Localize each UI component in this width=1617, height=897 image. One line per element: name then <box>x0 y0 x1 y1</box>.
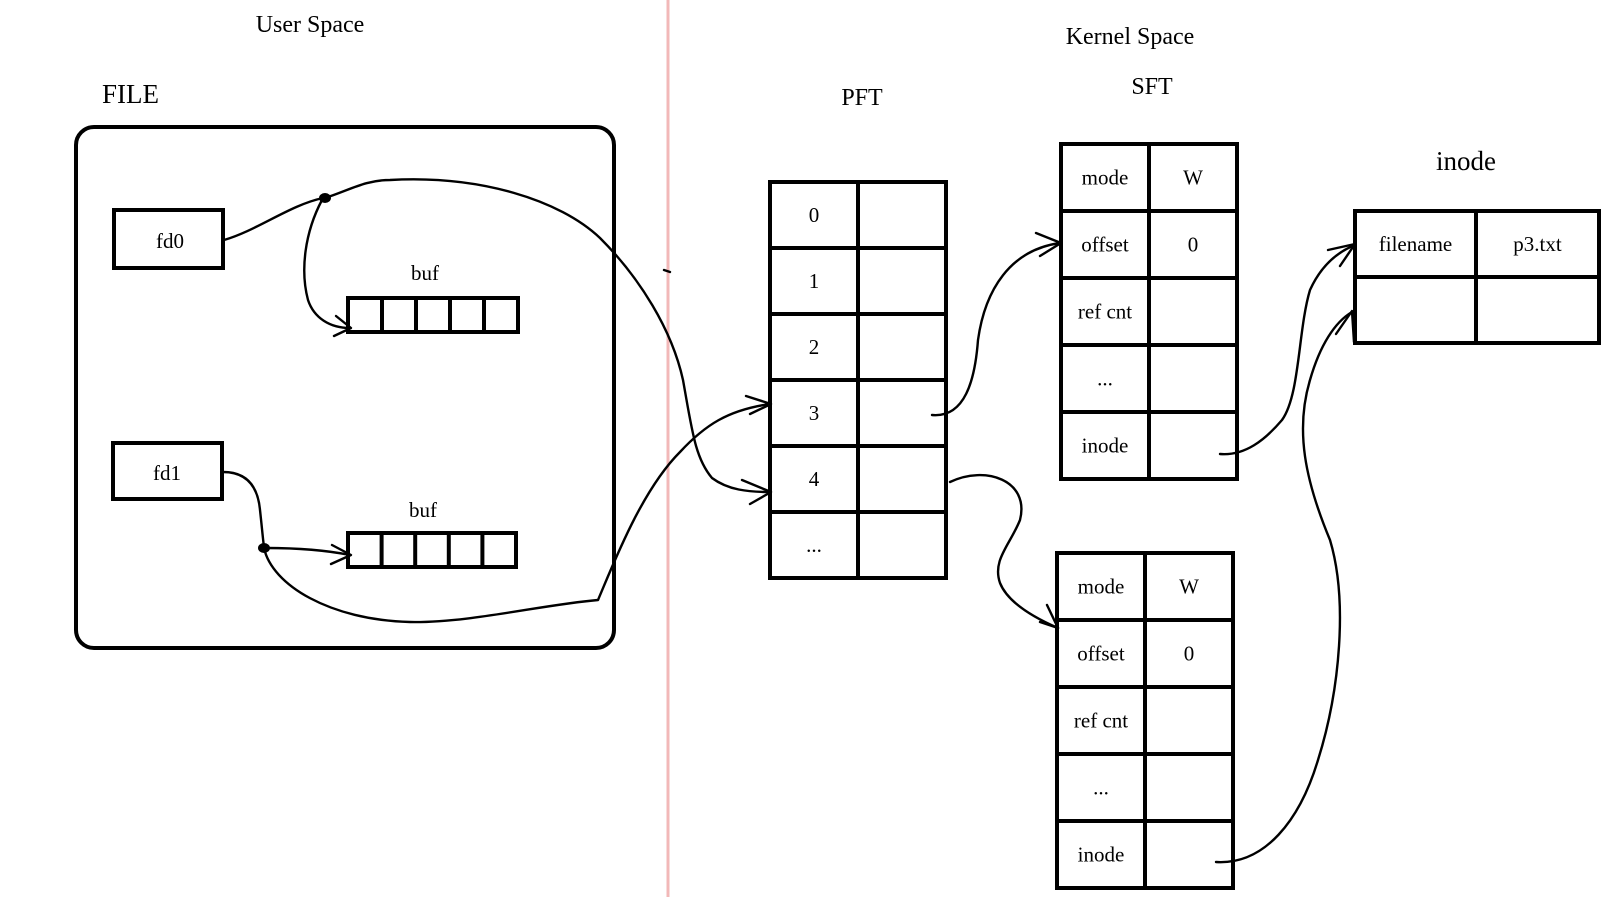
buf-bottom-label: buf <box>409 498 437 522</box>
file-struct-box <box>74 125 616 650</box>
inode-bottom-arrowhead <box>1334 309 1356 344</box>
buf-bottom-outline <box>346 531 518 569</box>
pft-cell-key: 3 <box>809 401 820 425</box>
sft-bottom-cell-key: ref cnt <box>1074 709 1128 733</box>
sft-bottom-cell-value: W <box>1179 575 1199 599</box>
sft-top-arrowhead <box>1034 231 1063 258</box>
kernel-space-label: Kernel Space <box>1066 24 1195 50</box>
sft-bottom-arrowhead <box>1038 603 1060 630</box>
sft-top-cell-key: ... <box>1097 367 1113 391</box>
connectors <box>221 178 1357 864</box>
inode-cell-value: p3.txt <box>1513 232 1562 256</box>
sft-bottom-cell-key: mode <box>1078 575 1125 599</box>
pft-cell-key: 1 <box>809 269 820 293</box>
fd0-to-junction-curve <box>222 196 325 242</box>
pft-4-arrowhead <box>740 478 773 506</box>
sft-bottom-cell-key: offset <box>1077 642 1125 666</box>
pft-3-to-sft-top-curve <box>930 241 1062 417</box>
buf-bottom-arrowhead <box>329 543 353 566</box>
pft-table: 0 1 2 3 4... <box>768 180 948 580</box>
sft-bottom-cell-key: inode <box>1078 843 1125 867</box>
stray-mark <box>662 268 672 274</box>
sft-top-cell-key: ref cnt <box>1078 300 1132 324</box>
sft-bottom-cell-key: ... <box>1093 776 1109 800</box>
buf-top-label: buf <box>411 261 439 285</box>
inode-table: filename p3.txt <box>1353 209 1601 345</box>
pft-cell-key: ... <box>806 533 822 557</box>
fd0-to-pft-4-curve <box>323 178 772 494</box>
pft-label: PFT <box>841 85 883 111</box>
sft-label: SFT <box>1131 74 1173 100</box>
sft-top-cell-value: W <box>1183 166 1203 190</box>
pft-4-to-sft-bottom-curve <box>948 473 1060 630</box>
junction-to-buf-bottom-curve <box>264 546 352 557</box>
sft-top-cell-key: inode <box>1082 434 1129 458</box>
pft-cell-key: 0 <box>809 203 820 227</box>
sft-bottom-cell-value: 0 <box>1184 642 1195 666</box>
buf-bottom-array <box>346 531 518 569</box>
pft-3-arrowhead <box>744 394 773 416</box>
inode-cell-key: filename <box>1379 232 1452 256</box>
fd1-to-junction-curve <box>221 470 266 549</box>
sft-bottom-inode-to-inode-curve <box>1214 310 1354 864</box>
file-label: FILE <box>102 79 159 109</box>
pft-cell-key: 4 <box>809 467 820 491</box>
inode-title-label: inode <box>1436 146 1496 176</box>
sft-top-cell-key: offset <box>1081 233 1129 257</box>
buf-top-arrowhead <box>332 314 353 338</box>
sft-top-cell-key: mode <box>1082 166 1129 190</box>
fd0-box <box>112 208 225 270</box>
sft-top-cell-value: 0 <box>1188 233 1199 257</box>
fd0-label: fd0 <box>156 229 184 253</box>
fd1-to-pft-3-curve <box>262 402 772 624</box>
fd1-box <box>111 441 224 501</box>
buf-top-array <box>346 296 520 334</box>
buf-top-outline <box>346 296 520 334</box>
pft-cell-key: 2 <box>809 335 820 359</box>
user-space-label: User Space <box>256 12 365 38</box>
inode-top-arrowhead <box>1326 242 1357 268</box>
fd1-label: fd1 <box>153 461 181 485</box>
sft-top-inode-to-inode-curve <box>1218 243 1357 456</box>
junction-to-buf-top-curve <box>303 198 352 330</box>
